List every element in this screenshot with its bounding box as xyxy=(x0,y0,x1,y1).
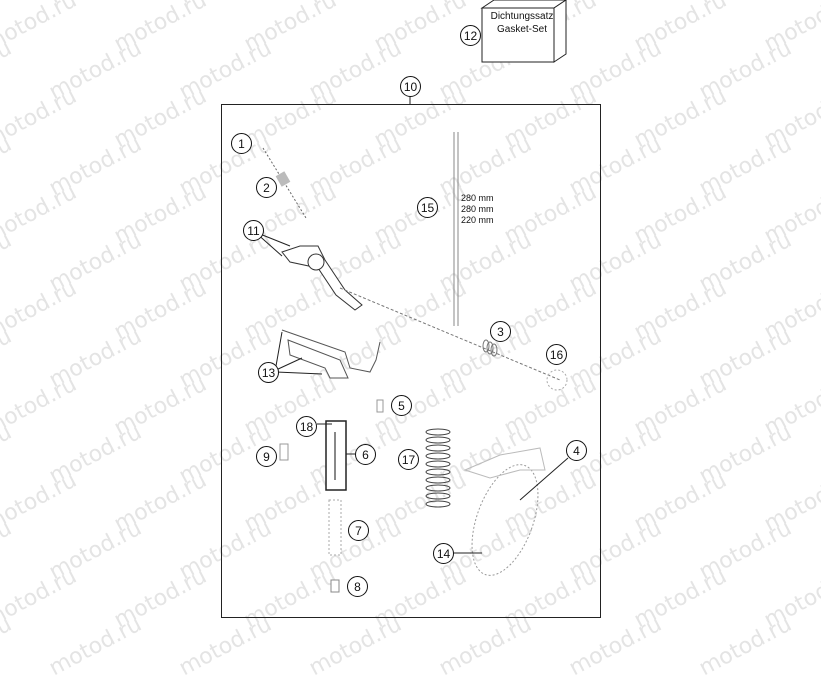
gasket-set-label: Dichtungssatz Gasket-Set xyxy=(486,10,558,36)
callout-1[interactable]: 1 xyxy=(231,133,252,154)
rod-length-2: 280 mm xyxy=(461,204,494,214)
gasket-set-box xyxy=(480,0,567,63)
diagram-drawing xyxy=(254,0,569,593)
callout-5[interactable]: 5 xyxy=(391,395,412,416)
callout-15[interactable]: 15 xyxy=(417,197,438,218)
rod-length-1: 280 mm xyxy=(461,193,494,203)
watermark-text: motod.ru xyxy=(45,611,146,681)
callout-9[interactable]: 9 xyxy=(256,446,277,467)
assembly-frame xyxy=(221,104,601,618)
callout-4[interactable]: 4 xyxy=(566,440,587,461)
callout-10[interactable]: 10 xyxy=(400,76,421,97)
watermark-text: motod.ru xyxy=(175,611,276,681)
callout-13[interactable]: 13 xyxy=(258,362,279,383)
callout-8[interactable]: 8 xyxy=(347,576,368,597)
gasket-set-label-de: Dichtungssatz xyxy=(490,11,554,22)
callout-11[interactable]: 11 xyxy=(243,220,264,241)
callout-18[interactable]: 18 xyxy=(296,416,317,437)
watermark-text: motod.ru xyxy=(565,611,666,681)
callout-12[interactable]: 12 xyxy=(460,25,481,46)
gasket-set-label-en: Gasket-Set xyxy=(496,24,548,35)
callout-16[interactable]: 16 xyxy=(546,344,567,365)
callout-17[interactable]: 17 xyxy=(398,449,419,470)
callout-14[interactable]: 14 xyxy=(433,543,454,564)
callout-2[interactable]: 2 xyxy=(256,177,277,198)
rod-lengths: 280 mm 280 mm 220 mm xyxy=(461,193,494,226)
watermark-text: motod.ru xyxy=(305,611,406,681)
watermark-text: motod.ru xyxy=(0,611,16,681)
watermark-text: motod.ru xyxy=(695,611,796,681)
watermark-text: motod.ru xyxy=(435,611,536,681)
callout-3[interactable]: 3 xyxy=(490,321,511,342)
rod-length-3: 220 mm xyxy=(461,215,494,225)
callout-7[interactable]: 7 xyxy=(348,520,369,541)
callout-6[interactable]: 6 xyxy=(355,444,376,465)
